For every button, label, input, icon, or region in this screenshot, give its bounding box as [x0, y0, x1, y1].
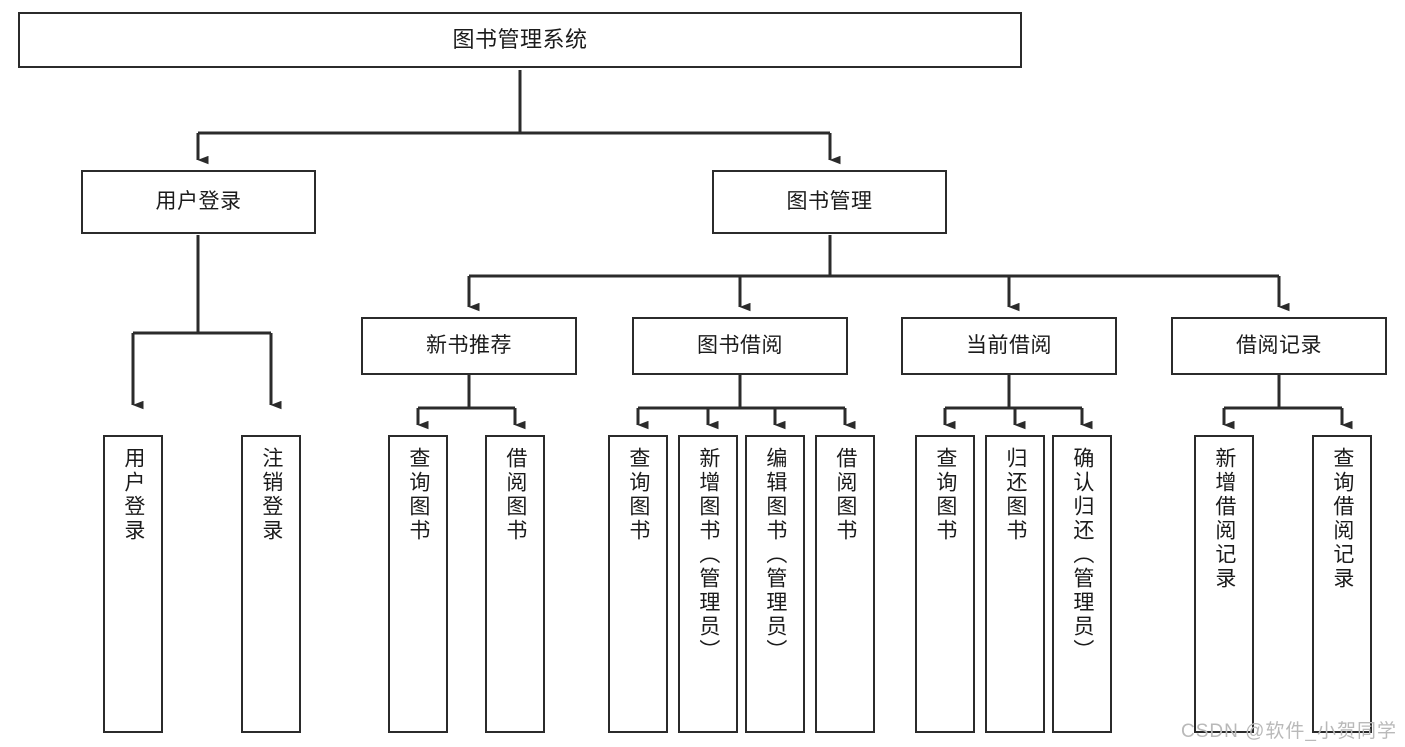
node-current-borrow[interactable]: 当前借阅 — [901, 317, 1117, 375]
node-label: 查询借阅记录 — [1330, 447, 1354, 591]
node-label: 注销登录 — [259, 447, 283, 543]
node-label: 查询图书 — [406, 447, 430, 543]
node-label: 图书管理系统 — [452, 26, 588, 52]
node-label: 当前借阅 — [966, 334, 1052, 358]
node-book-management[interactable]: 图书管理 — [712, 170, 947, 234]
node-user-login[interactable]: 用户登录 — [81, 170, 316, 234]
node-label: 借阅图书 — [503, 447, 527, 543]
node-book-borrow[interactable]: 图书借阅 — [632, 317, 848, 375]
node-label: 借阅记录 — [1236, 334, 1322, 358]
node-root-system[interactable]: 图书管理系统 — [18, 12, 1022, 68]
node-label: 新增图书（管理员） — [696, 447, 720, 663]
node-label: 借阅图书 — [833, 447, 857, 543]
leaf-recommend-borrow-book[interactable]: 借阅图书 — [485, 435, 545, 733]
leaf-user-login-signout[interactable]: 注销登录 — [241, 435, 301, 733]
leaf-record-query-record[interactable]: 查询借阅记录 — [1312, 435, 1372, 733]
leaf-current-query-book[interactable]: 查询图书 — [915, 435, 975, 733]
node-label: 查询图书 — [933, 447, 957, 543]
leaf-current-return-book[interactable]: 归还图书 — [985, 435, 1045, 733]
node-borrow-record[interactable]: 借阅记录 — [1171, 317, 1387, 375]
node-new-book-recommend[interactable]: 新书推荐 — [361, 317, 577, 375]
node-label: 查询图书 — [626, 447, 650, 543]
node-label: 用户登录 — [155, 190, 242, 214]
node-label: 图书管理 — [786, 190, 873, 214]
watermark-text: CSDN @软件_小贺同学 — [1181, 721, 1397, 742]
node-label: 新增借阅记录 — [1212, 447, 1236, 591]
leaf-borrow-edit-book-admin[interactable]: 编辑图书（管理员） — [745, 435, 805, 733]
leaf-borrow-add-book-admin[interactable]: 新增图书（管理员） — [678, 435, 738, 733]
node-label: 编辑图书（管理员） — [763, 447, 787, 663]
node-label: 新书推荐 — [426, 334, 512, 358]
leaf-user-login-signin[interactable]: 用户登录 — [103, 435, 163, 733]
node-label: 确认归还（管理员） — [1070, 447, 1094, 663]
node-label: 归还图书 — [1003, 447, 1027, 543]
leaf-borrow-query-book[interactable]: 查询图书 — [608, 435, 668, 733]
node-label: 用户登录 — [121, 447, 145, 543]
node-label: 图书借阅 — [697, 334, 783, 358]
leaf-recommend-query-book[interactable]: 查询图书 — [388, 435, 448, 733]
leaf-record-add-record[interactable]: 新增借阅记录 — [1194, 435, 1254, 733]
leaf-current-confirm-return-admin[interactable]: 确认归还（管理员） — [1052, 435, 1112, 733]
leaf-borrow-borrow-book[interactable]: 借阅图书 — [815, 435, 875, 733]
